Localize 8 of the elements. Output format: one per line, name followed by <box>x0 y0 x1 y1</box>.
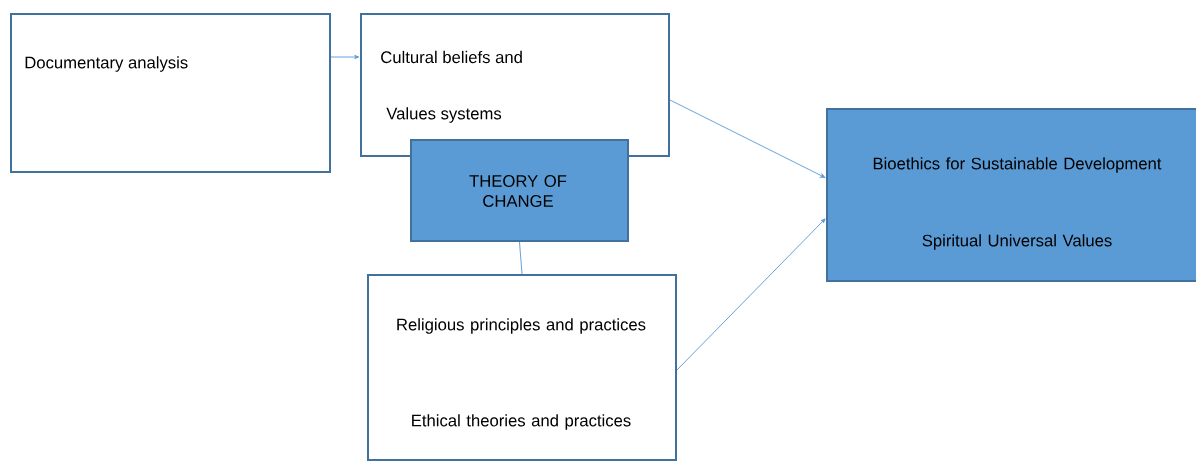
filled-box: THEORY OF CHANGE <box>410 139 629 242</box>
text-box: Documentary analysis <box>10 13 331 173</box>
arrow <box>669 99 826 178</box>
filled-box: Bioethics for Sustainable Development Spiritual Universal Values <box>826 108 1196 282</box>
arrow <box>330 54 360 60</box>
arrow <box>676 218 826 371</box>
text-box: Religious principles and practices Ethical theories and practices <box>367 274 677 461</box>
connector-line <box>519 241 523 275</box>
